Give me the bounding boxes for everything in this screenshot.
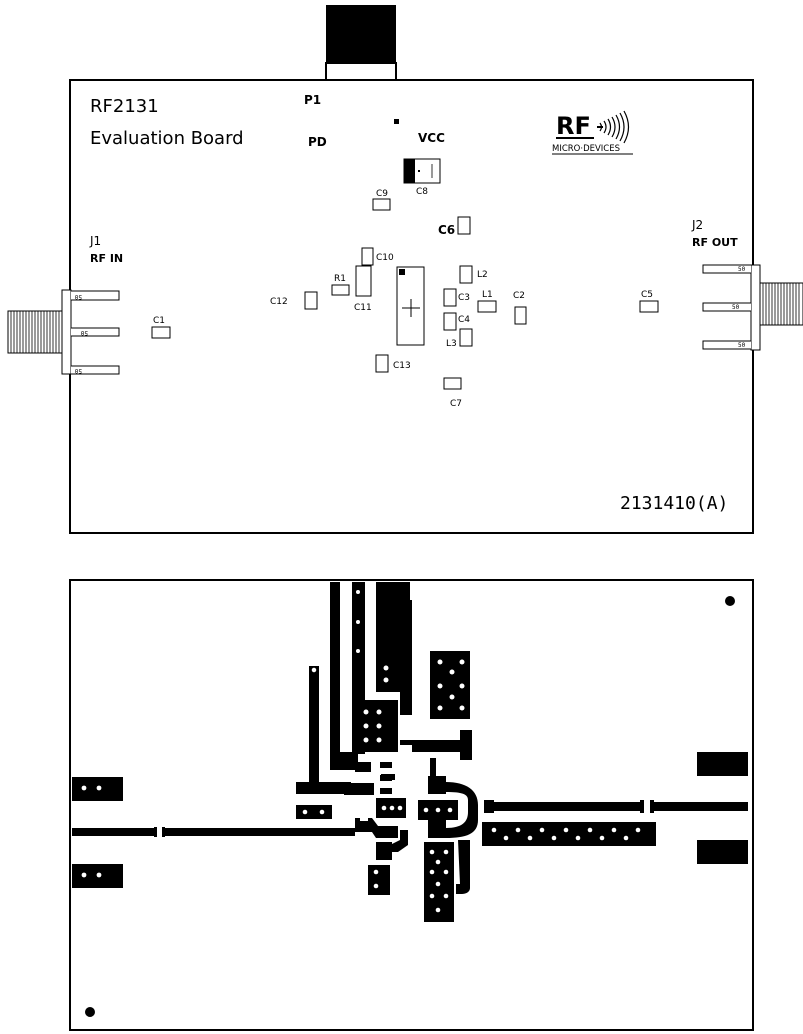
c13-label: C13	[393, 361, 411, 371]
c13-footprint	[375, 354, 389, 373]
rf-out-trace	[652, 802, 748, 811]
j1-sma-connector: 50 50 50	[7, 289, 120, 375]
rf-in-trace	[72, 828, 154, 836]
ic-pin1-marker	[399, 269, 405, 275]
c8-polarity	[404, 159, 415, 183]
j1-pin-label: 50	[74, 367, 82, 374]
l2-label: L2	[477, 270, 488, 280]
j2-sma-connector: 50 50 50	[702, 264, 803, 351]
c2-footprint	[514, 306, 527, 325]
l3-label: L3	[446, 339, 457, 349]
c7-footprint	[443, 377, 462, 390]
p1-connector-body	[326, 5, 396, 65]
vcc-trace	[330, 582, 340, 762]
j2-pin-label: 50	[738, 266, 746, 273]
part-number: RF2131	[90, 96, 159, 117]
c7-label: C7	[450, 399, 462, 409]
c9-footprint	[372, 198, 391, 211]
c4-footprint	[443, 312, 457, 331]
c1-footprint	[151, 326, 171, 339]
logo-subtext: MICRO·DEVICES	[552, 144, 620, 154]
c2-label: C2	[513, 291, 525, 301]
ground-pad	[697, 752, 748, 776]
j2-desc: RF OUT	[692, 236, 738, 249]
c10-footprint	[361, 247, 374, 266]
j1-desc: RF IN	[90, 252, 123, 265]
silkscreen-layer: RF2131 Evaluation Board P1 PD VCC RF MIC…	[7, 5, 803, 534]
j1-pin-label: 50	[80, 329, 88, 336]
j2-label: J2	[691, 218, 703, 232]
r1-footprint	[331, 284, 350, 296]
c6-label: C6	[438, 223, 455, 237]
board-title: Evaluation Board	[90, 128, 244, 149]
ground-pad	[697, 840, 748, 864]
c11-label: C11	[354, 303, 372, 313]
c1-label: C1	[153, 316, 165, 326]
mounting-hole	[725, 596, 735, 606]
board-code: 2131410(A)	[620, 493, 728, 514]
mounting-hole	[85, 1007, 95, 1017]
j2-pin-label: 50	[738, 342, 746, 349]
c11-footprint	[355, 265, 372, 297]
j1-pin-label: 50	[74, 293, 82, 300]
ground-strip	[482, 822, 656, 846]
c5-footprint	[639, 300, 659, 313]
c6-footprint	[457, 216, 471, 235]
r1-label: R1	[334, 274, 346, 284]
c3-label: C3	[458, 293, 470, 303]
j2-pin-label: 50	[732, 304, 740, 311]
c10-label: C10	[376, 253, 394, 263]
l3-footprint	[459, 328, 473, 347]
c12-footprint	[304, 291, 318, 310]
c9-label: C9	[376, 189, 388, 199]
c8-label: C8	[416, 187, 428, 197]
j1-label: J1	[89, 234, 101, 248]
rf-micro-devices-logo: RF MICRO·DEVICES	[552, 110, 633, 155]
c5-label: C5	[641, 290, 653, 300]
signal-waves-icon	[599, 110, 630, 144]
p1-label: P1	[304, 93, 321, 107]
copper-layer	[69, 579, 754, 1031]
p1-connector-base	[325, 62, 397, 81]
logo-text: RF	[556, 112, 591, 140]
c3-footprint	[443, 288, 457, 307]
c12-label: C12	[270, 297, 288, 307]
l2-footprint	[459, 265, 473, 284]
c4-label: C4	[458, 315, 470, 325]
vcc-label: VCC	[418, 131, 445, 145]
l1-footprint	[477, 300, 497, 313]
copper-board-outline	[69, 579, 754, 1031]
pd-label: PD	[308, 135, 327, 149]
pd-trace	[309, 666, 319, 782]
vcc-pad-mark	[394, 119, 399, 124]
l1-label: L1	[482, 290, 493, 300]
